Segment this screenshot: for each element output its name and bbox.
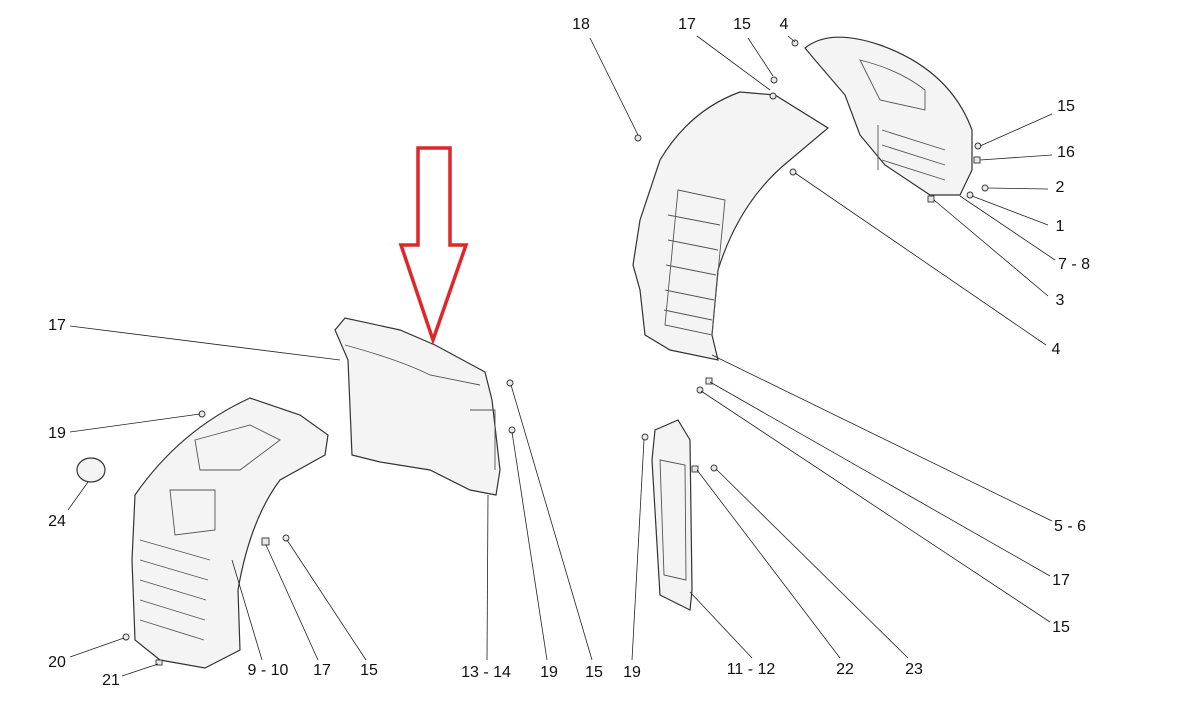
callout-label: 13 - 14 xyxy=(461,664,511,681)
highlight-arrow-icon xyxy=(398,146,469,346)
callout-label: 1 xyxy=(1055,218,1065,235)
callout-label: 15 xyxy=(1057,98,1075,115)
grommet xyxy=(76,457,106,483)
callout-label: 4 xyxy=(1051,341,1061,358)
callout-label: 22 xyxy=(836,661,854,678)
callout-label: 3 xyxy=(1055,292,1065,309)
callout-label: 19 xyxy=(48,425,66,442)
middle-liner-panel xyxy=(334,317,501,496)
callout-label: 24 xyxy=(48,513,66,530)
callout-label: 19 xyxy=(540,664,558,681)
callout-label: 7 - 8 xyxy=(1057,256,1091,273)
callout-label: 15 xyxy=(360,662,378,679)
callout-label: 23 xyxy=(905,661,923,678)
callout-label: 19 xyxy=(623,664,641,681)
callout-label: 21 xyxy=(102,672,120,689)
leader-lines xyxy=(67,35,1056,677)
fasteners xyxy=(122,39,989,666)
callout-label: 17 xyxy=(48,317,66,334)
front-wheel-arch-liner xyxy=(632,91,830,361)
callout-label: 2 xyxy=(1055,179,1065,196)
sill-strip-panel xyxy=(651,419,693,611)
callout-label: 18 xyxy=(572,16,590,33)
callout-label: 4 xyxy=(779,16,789,33)
rear-wheel-arch-liner xyxy=(804,36,973,196)
callout-label: 17 xyxy=(1052,572,1070,589)
callout-label: 17 xyxy=(678,16,696,33)
callout-label: 15 xyxy=(585,664,603,681)
callout-label: 9 - 10 xyxy=(247,662,289,679)
left-wheel-arch-liner xyxy=(131,397,329,669)
callout-label: 15 xyxy=(1052,619,1070,636)
callout-label: 20 xyxy=(48,654,66,671)
callout-label: 11 - 12 xyxy=(726,661,776,678)
callout-label: 16 xyxy=(1057,144,1075,161)
callout-label: 15 xyxy=(733,16,751,33)
callout-label: 17 xyxy=(313,662,331,679)
callout-label: 5 - 6 xyxy=(1053,518,1087,535)
